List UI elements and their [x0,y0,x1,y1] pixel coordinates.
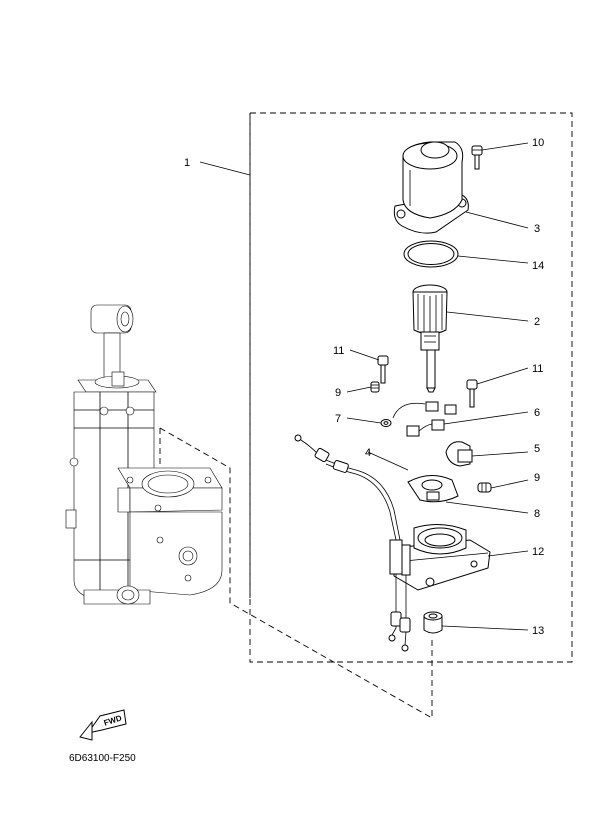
part-9-spring-upper [346,381,380,393]
part-10-screw [471,142,529,170]
callout-9-lower: 9 [534,472,540,484]
callout-4: 4 [365,447,371,459]
part-7-washer [346,417,392,427]
callout-3: 3 [534,223,540,235]
assembly-boundary [159,112,573,719]
callout-11-left: 11 [333,345,344,357]
callout-8: 8 [534,508,540,520]
part-11-screw-left [349,349,389,384]
part-5-brush-holder [445,441,529,467]
drawing-code: 6D63100-F250 [69,753,136,764]
part-12-end-cover [388,524,529,652]
part-6-brush-set [392,401,529,437]
part-4-lead-wire [294,434,409,541]
part-3-motor-housing [393,141,529,234]
callout-10: 10 [532,137,544,149]
callout-11-right: 11 [532,363,543,375]
part-13-grommet [423,611,529,634]
callout-12: 12 [532,546,544,558]
part-8-brush-plate [407,475,529,514]
forward-direction-arrow: FWD [79,709,127,741]
callout-7: 7 [335,413,341,425]
callout-2: 2 [534,316,540,328]
callout-6: 6 [534,407,540,419]
callout-1: 1 [184,157,190,169]
trim-tilt-cylinder-unit [65,304,223,605]
part-14-o-ring [403,240,529,268]
callout-13: 13 [532,625,544,637]
callout-5: 5 [534,443,540,455]
part-9-spring-lower [477,479,529,493]
part-11-screw-right [466,367,529,408]
part-2-armature [412,284,529,393]
callout-14: 14 [532,260,544,272]
callout-9-upper: 9 [335,387,341,399]
callout-1-leader [199,161,251,176]
